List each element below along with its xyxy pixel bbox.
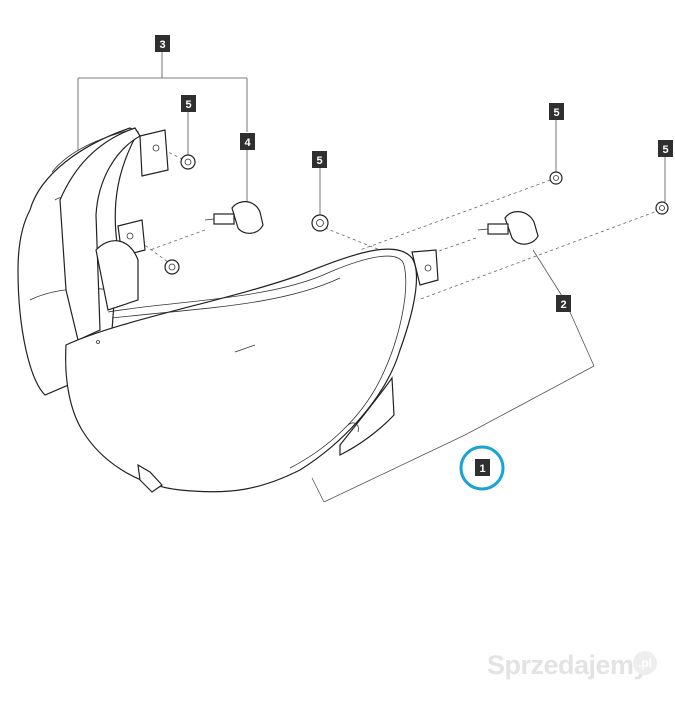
nut-4 <box>655 201 669 215</box>
nuts-part-5 <box>164 154 669 275</box>
callout-4-text: 4 <box>244 137 251 149</box>
callout-5-far-right: 5 <box>658 140 673 157</box>
callout-4: 4 <box>240 133 255 150</box>
nut-1 <box>180 154 196 170</box>
callout-5b-text: 5 <box>316 155 322 167</box>
leader-lines <box>77 52 666 503</box>
bulb-part-4 <box>204 201 264 234</box>
callout-3-text: 3 <box>159 39 165 51</box>
callout-5-top-left: 5 <box>181 95 196 112</box>
watermark-badge: .pl <box>633 651 657 675</box>
callout-1-text: 1 <box>479 463 485 475</box>
callout-2: 2 <box>556 295 571 312</box>
nut-5 <box>164 259 180 275</box>
callout-3: 3 <box>155 35 170 52</box>
nut-3 <box>549 171 563 185</box>
headlight-housing <box>17 127 439 493</box>
highlight-ring <box>459 445 505 491</box>
callout-5c-text: 5 <box>553 107 559 119</box>
callout-5d-text: 5 <box>662 144 668 156</box>
nut-2 <box>311 214 329 232</box>
callout-5-top-right: 5 <box>549 103 564 120</box>
callout-1: 1 <box>475 459 490 476</box>
callout-5-middle: 5 <box>312 151 327 168</box>
watermark-text: Sprzedajemy <box>487 650 649 680</box>
callout-5a-text: 5 <box>185 99 191 111</box>
bulb-part-2 <box>477 211 539 245</box>
callout-2-text: 2 <box>560 299 566 311</box>
